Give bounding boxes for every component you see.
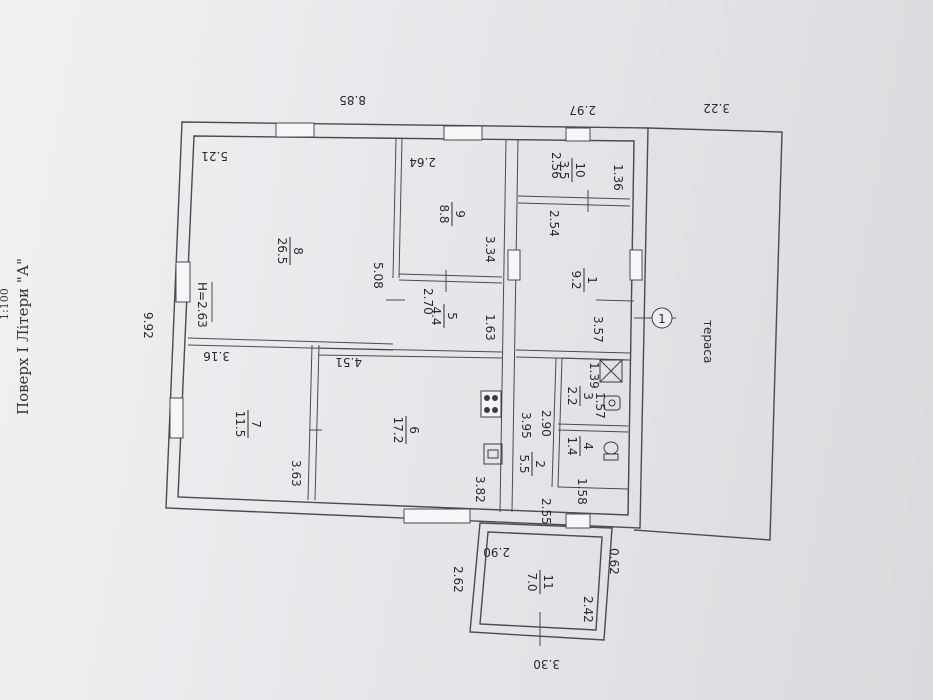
room-area: 7.0 (525, 572, 539, 591)
sink-icon (483, 443, 503, 465)
house-outline (165, 121, 649, 529)
dim-room4-bottom: 1.58 (575, 478, 589, 505)
dim-room11-side: 2.42 (581, 596, 595, 623)
toilet-icon (603, 441, 619, 461)
dim-overall-top: 8.85 (339, 93, 366, 107)
room-label: 11 7.0 (525, 570, 555, 594)
room-labels: 8 26.5 9 8.8 10 3.5 1 9.2 5 (233, 158, 599, 594)
room-label: 1 9.2 (569, 268, 599, 292)
dim-overall-left: 9.92 (141, 312, 155, 339)
room-label: 6 17.2 (391, 416, 421, 444)
dim-room10-top: 2.56 (549, 152, 563, 179)
room-label: 5 4.4 (429, 304, 459, 328)
room-label: 8 26.5 (275, 237, 305, 265)
room-area: 4.4 (429, 306, 443, 325)
window (169, 397, 184, 439)
dim-room5-top: 2.70 (421, 288, 435, 315)
room-number: 3 (581, 392, 595, 400)
dim-room8-top: 5.21 (201, 149, 228, 163)
window (275, 122, 315, 138)
stove-icon (480, 390, 502, 418)
ceiling-height: H=2.63 (195, 282, 209, 328)
room-number: 5 (445, 312, 459, 320)
dim-room6-top: 4.51 (335, 355, 362, 369)
dim-room2-side-a: 3.95 (519, 412, 533, 439)
dim-room9-side: 3.34 (483, 236, 497, 263)
room-label: 2 5.5 (517, 452, 547, 476)
dim-room1-top: 2.54 (547, 210, 561, 237)
window (629, 249, 643, 281)
room-label: 10 3.5 (557, 158, 587, 182)
room-number: 1 (585, 276, 599, 284)
interior-walls (187, 137, 635, 516)
window (175, 261, 191, 303)
room-number: 8 (291, 247, 305, 255)
room-label: 7 11.5 (233, 410, 263, 438)
washbasin-icon (603, 395, 621, 411)
room-number: 10 (573, 162, 587, 177)
windows (169, 122, 643, 529)
dim-room9-top: 2.64 (409, 155, 436, 169)
room-area: 17.2 (391, 417, 405, 444)
window (443, 125, 483, 141)
dim-top-right-2: 3.22 (703, 101, 730, 115)
axis-marker: 1 (634, 307, 676, 329)
window (403, 508, 471, 524)
terrace-outline (633, 127, 783, 541)
dim-room10-side: 1.36 (611, 164, 625, 191)
room-area: 11.5 (233, 411, 247, 438)
room-label: 4 1.4 (565, 436, 595, 456)
room-number: 9 (453, 210, 467, 218)
room-area: 8.8 (437, 204, 451, 223)
plan-caption: Поверх І Літери "А" (14, 258, 32, 415)
room-number: 6 (407, 426, 421, 434)
dim-room5-side: 1.63 (483, 314, 497, 341)
dim-room7-top: 3.16 (203, 349, 230, 363)
room-area: 9.2 (569, 270, 583, 289)
dim-gap: 0.62 (607, 548, 621, 575)
room-number: 2 (533, 460, 547, 468)
dim-room3-top: 1.39 (587, 362, 601, 389)
axis-marker-label: 1 (658, 312, 666, 326)
room-label: 9 8.8 (437, 202, 467, 226)
room-area: 1.4 (565, 436, 579, 455)
dim-room11-bottom: 3.30 (533, 657, 560, 671)
dim-room2-side-b: 2.90 (539, 410, 553, 437)
door-marks (310, 190, 589, 646)
shower-icon (599, 359, 623, 383)
dim-room1-side: 3.57 (591, 316, 605, 343)
dim-room6-side: 3.82 (473, 476, 487, 503)
dim-room3-side: 1.57 (593, 392, 607, 419)
dim-room2-bottom: 2.55 (539, 498, 553, 525)
room-area: 5.5 (517, 454, 531, 473)
room-area: 26.5 (275, 238, 289, 265)
dim-room11-left: 2.62 (451, 566, 465, 593)
room-area: 3.5 (557, 160, 571, 179)
dim-room8-side: 5.08 (371, 262, 385, 289)
window (565, 513, 591, 529)
terrace-label: тераса (701, 320, 715, 363)
dim-room11-top: 2.90 (483, 545, 510, 559)
room-number: 7 (249, 420, 263, 428)
dim-room7-side: 3.63 (289, 460, 303, 487)
dimension-labels: 8.85 2.97 3.22 9.92 5.21 5.08 2.64 3.34 … (141, 93, 730, 671)
dim-top-right-1: 2.97 (569, 103, 596, 117)
window (507, 249, 521, 281)
window (565, 127, 591, 142)
room-number: 11 (541, 574, 555, 589)
room-label: 3 2.2 (565, 386, 595, 406)
scale-fragment: 1:100 (0, 288, 11, 320)
room-area: 2.2 (565, 386, 579, 405)
room-number: 4 (581, 442, 595, 450)
